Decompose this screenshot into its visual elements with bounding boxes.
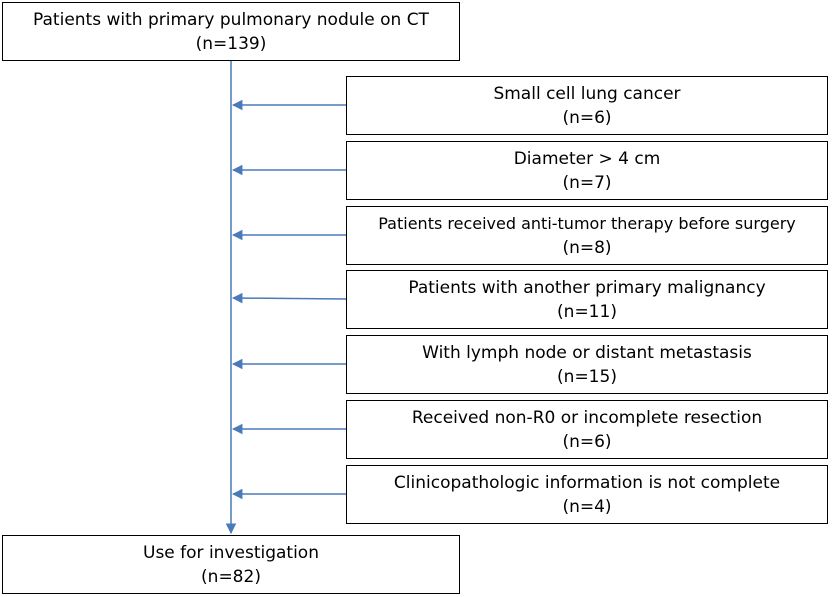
exclusion-count: (n=6) <box>562 107 612 128</box>
start-count: (n=139) <box>195 33 267 54</box>
exclusion-count: (n=4) <box>562 496 612 517</box>
exclusion-label: Received non-R0 or incomplete resection <box>411 407 763 428</box>
exclusion-count: (n=7) <box>562 172 612 193</box>
exclusion-label: Patients received anti-tumor therapy bef… <box>378 213 796 233</box>
exclusion-count: (n=6) <box>562 431 612 452</box>
exclusion-label: Small cell lung cancer <box>493 83 681 104</box>
exclusion-label: Clinicopathologic information is not com… <box>393 472 781 493</box>
exclusion-label: With lymph node or distant metastasis <box>422 342 752 363</box>
exclusion-box-anti-tumor-therapy: Patients received anti-tumor therapy bef… <box>346 206 828 265</box>
exclusion-count: (n=15) <box>557 366 617 387</box>
end-box: Use for investigation (n=82) <box>2 535 460 594</box>
exclusion-label: Diameter > 4 cm <box>513 148 661 169</box>
exclusion-count: (n=8) <box>562 237 612 258</box>
exclusion-count: (n=11) <box>557 301 617 322</box>
exclusion-box-metastasis: With lymph node or distant metastasis (n… <box>346 335 828 394</box>
exclusion-label: Patients with another primary malignancy <box>408 277 766 298</box>
exclusion-box-another-malignancy: Patients with another primary malignancy… <box>346 270 828 329</box>
start-box: Patients with primary pulmonary nodule o… <box>2 2 460 61</box>
start-title: Patients with primary pulmonary nodule o… <box>33 9 429 30</box>
end-title: Use for investigation <box>143 542 319 563</box>
exclusion-arrow <box>231 292 347 304</box>
exclusion-box-diameter: Diameter > 4 cm (n=7) <box>346 141 828 200</box>
exclusion-box-small-cell: Small cell lung cancer (n=6) <box>346 76 828 135</box>
exclusion-box-incomplete-info: Clinicopathologic information is not com… <box>346 465 828 524</box>
exclusion-box-resection: Received non-R0 or incomplete resection … <box>346 400 828 459</box>
end-count: (n=82) <box>201 566 261 587</box>
